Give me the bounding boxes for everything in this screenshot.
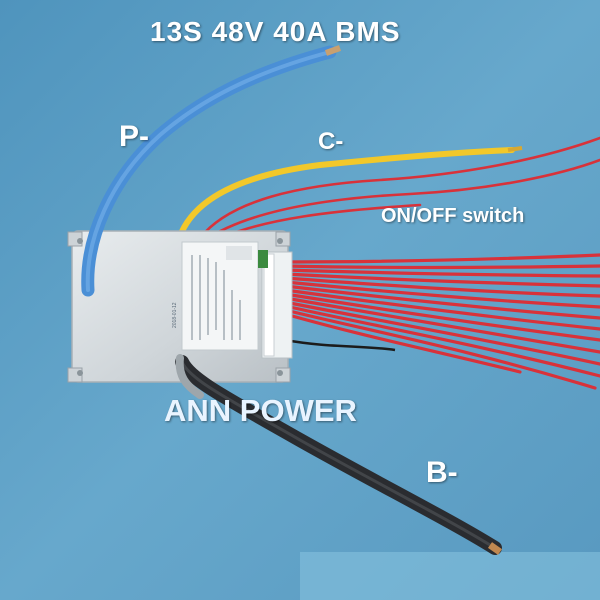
- watermark-strip: [300, 552, 600, 600]
- title-label: 13S 48V 40A BMS: [150, 16, 401, 47]
- b-minus-label: B-: [426, 456, 458, 489]
- bms-board: [67, 230, 293, 383]
- sticker-text-lines: [191, 255, 241, 340]
- c-minus-wire: [175, 147, 515, 245]
- c-minus-wire-tip: [507, 146, 523, 152]
- p-minus-label: P-: [119, 120, 149, 153]
- watermark-brand: ANN POWER: [164, 393, 357, 428]
- on-off-switch-label: ON/OFF switch: [381, 205, 525, 227]
- c-minus-label: C-: [318, 128, 344, 155]
- p-minus-wire-tip: [324, 45, 342, 56]
- balance-wires: [283, 253, 600, 390]
- thin-black-wire: [284, 338, 396, 352]
- b-minus-wire-tip: [487, 542, 503, 555]
- board-label-date: 2018-01-12: [172, 302, 178, 328]
